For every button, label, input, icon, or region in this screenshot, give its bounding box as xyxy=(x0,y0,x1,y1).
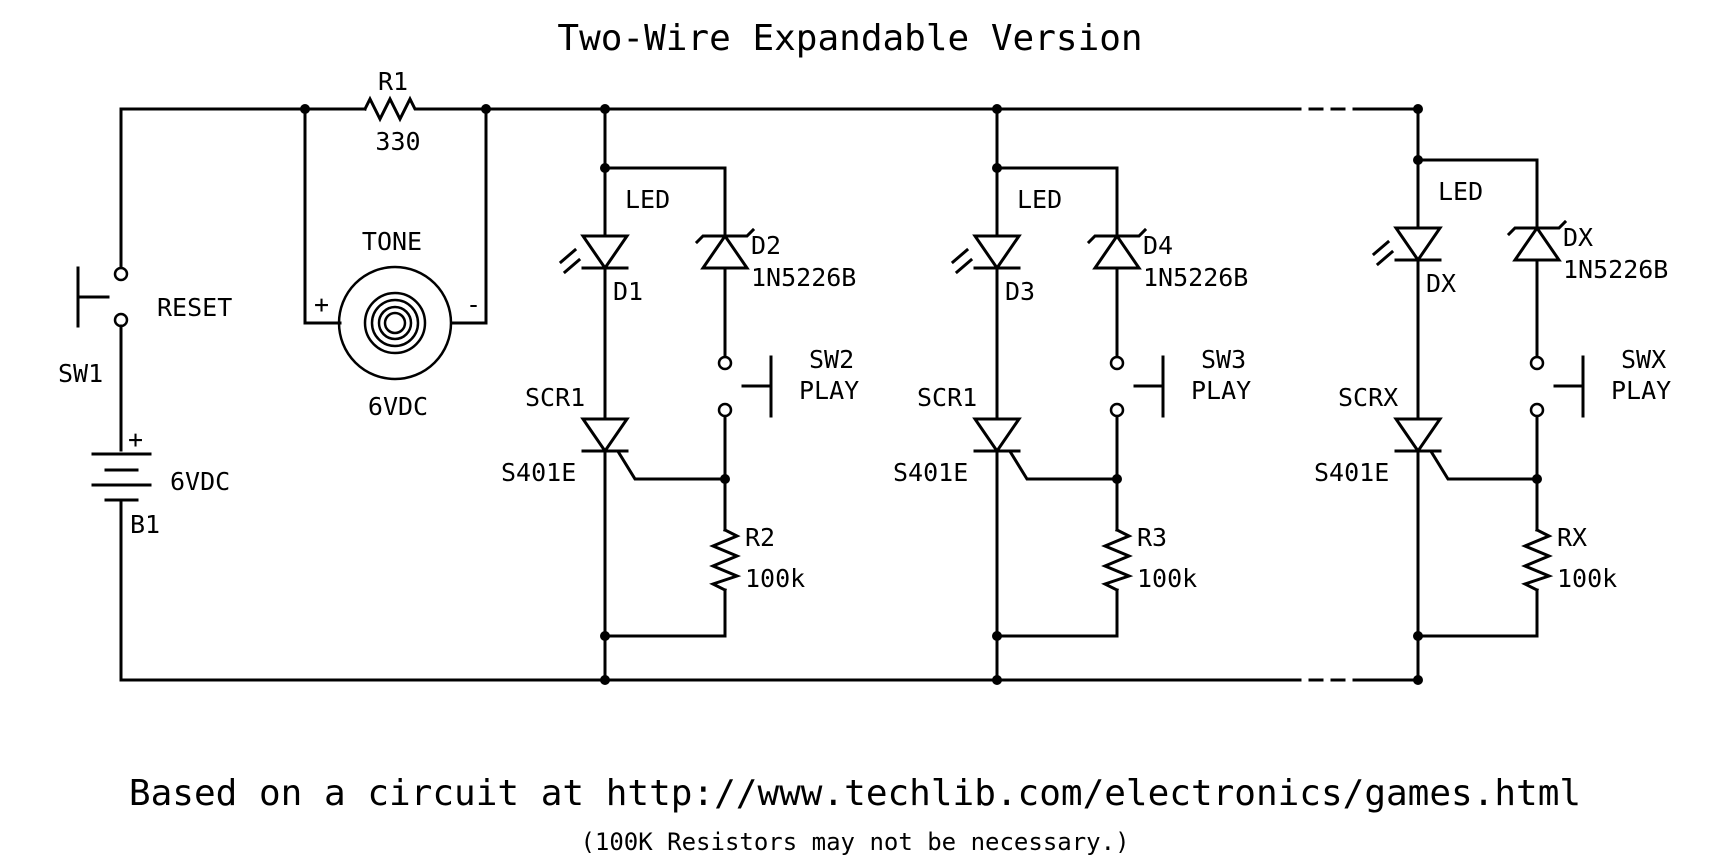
stages: LEDD1D21N5226BSW2PLAYSCR1S401ER2100kLEDD… xyxy=(501,104,1671,685)
play-switch xyxy=(1529,355,1585,418)
led-label: LED xyxy=(1017,185,1062,214)
zener-ref: D4 xyxy=(1143,231,1173,260)
resistor xyxy=(1521,527,1554,593)
led-diode xyxy=(1371,226,1443,267)
scr-part: S401E xyxy=(501,458,576,487)
led-ref: D3 xyxy=(1005,277,1035,306)
tone-label: TONE xyxy=(362,227,422,256)
tone-minus: - xyxy=(466,290,481,319)
scr xyxy=(580,417,630,454)
scr xyxy=(1393,417,1443,454)
scr-part: S401E xyxy=(1314,458,1389,487)
diagram-title: Two-Wire Expandable Version xyxy=(557,18,1142,59)
footer-note: (100K Resistors may not be necessary.) xyxy=(580,828,1129,856)
switch-label: PLAY xyxy=(1191,376,1251,405)
scr xyxy=(972,417,1022,454)
scr-part: S401E xyxy=(893,458,968,487)
resistor-value: 100k xyxy=(745,564,805,593)
battery-plus: + xyxy=(128,425,143,454)
resistor xyxy=(709,527,742,593)
zener-part: 1N5226B xyxy=(1143,263,1248,292)
r1-value: 330 xyxy=(375,127,420,156)
tone-plus: + xyxy=(314,290,329,319)
switch-label: PLAY xyxy=(799,376,859,405)
led-diode xyxy=(558,234,630,275)
zener-diode xyxy=(1506,219,1568,262)
led-ref: D1 xyxy=(613,277,643,306)
reset-switch-ref: SW1 xyxy=(58,359,103,388)
led-label: LED xyxy=(1438,177,1483,206)
resistor-ref: R2 xyxy=(745,523,775,552)
scr-ref: SCR1 xyxy=(525,383,585,412)
footer-text: Based on a circuit at http://www.techlib… xyxy=(129,773,1581,814)
play-switch xyxy=(1109,355,1165,418)
play-switch xyxy=(717,355,773,418)
scr-ref: SCR1 xyxy=(917,383,977,412)
resistor xyxy=(1101,527,1134,593)
resistor-value: 100k xyxy=(1557,564,1617,593)
led-ref: DX xyxy=(1426,269,1456,298)
zener-part: 1N5226B xyxy=(1563,255,1668,284)
reset-switch-label: RESET xyxy=(157,293,232,322)
resistor-value: 100k xyxy=(1137,564,1197,593)
battery-voltage: 6VDC xyxy=(170,467,230,496)
battery-ref: B1 xyxy=(130,510,160,539)
resistor-ref: RX xyxy=(1557,523,1587,552)
switch-ref: SW2 xyxy=(809,345,854,374)
led-diode xyxy=(950,234,1022,275)
battery xyxy=(91,452,152,682)
switch-ref: SW3 xyxy=(1201,345,1246,374)
r1-ref: R1 xyxy=(378,67,408,96)
switch-ref: SWX xyxy=(1621,345,1666,374)
resistor-r1 xyxy=(362,95,422,123)
tone-voltage: 6VDC xyxy=(368,392,428,421)
led-label: LED xyxy=(625,185,670,214)
zener-ref: D2 xyxy=(751,231,781,260)
scr-ref: SCRX xyxy=(1338,383,1398,412)
zener-diode xyxy=(1086,227,1148,270)
switch-label: PLAY xyxy=(1611,376,1671,405)
zener-ref: DX xyxy=(1563,223,1593,252)
reset-switch xyxy=(76,107,129,452)
resistor-ref: R3 xyxy=(1137,523,1167,552)
zener-part: 1N5226B xyxy=(751,263,856,292)
zener-diode xyxy=(694,227,756,270)
tone-buzzer xyxy=(303,107,488,381)
